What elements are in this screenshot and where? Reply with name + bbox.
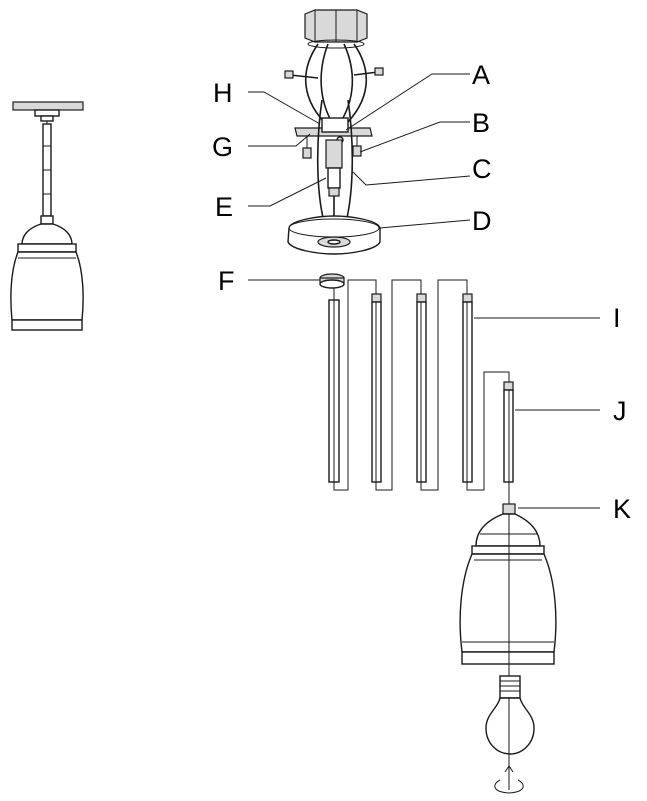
label-g: G [212, 132, 233, 162]
ring-nut [319, 273, 345, 289]
ceiling-box [304, 9, 368, 49]
label-i: I [613, 303, 621, 333]
cord-grip [316, 99, 354, 223]
label-e: E [215, 192, 233, 222]
label-a: A [472, 60, 490, 90]
extension-rods [328, 279, 514, 504]
label-c: C [472, 154, 492, 184]
label-d: D [472, 206, 492, 236]
leader-lines [248, 73, 600, 509]
label-k: K [613, 494, 631, 524]
label-h: H [213, 78, 233, 108]
label-j: J [613, 396, 627, 426]
label-f: F [218, 266, 235, 296]
mounting-bracket [294, 117, 373, 159]
label-b: B [472, 108, 490, 138]
glass-shade [459, 503, 557, 665]
canopy [287, 215, 381, 255]
light-bulb [485, 664, 535, 794]
assembled-pendant-thumbnail [10, 101, 84, 331]
